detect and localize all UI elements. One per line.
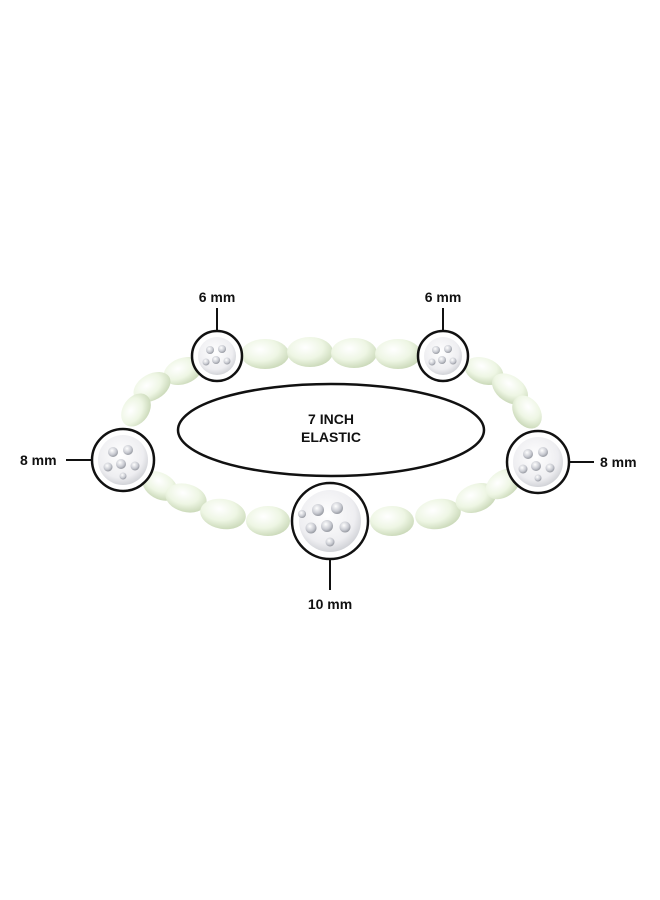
- crystal-bead: [424, 337, 462, 375]
- bead-size-label: 6 mm: [425, 289, 462, 305]
- crystal-bead: [198, 337, 236, 375]
- pearl: [165, 483, 207, 513]
- pearl: [287, 337, 333, 367]
- bead-top-right: 6 mm: [416, 289, 470, 383]
- pearl: [331, 338, 377, 368]
- pearl: [246, 506, 290, 536]
- pearl: [512, 395, 542, 429]
- pearl: [200, 498, 246, 530]
- pearl: [375, 339, 421, 369]
- bead-right: 8 mm: [505, 429, 637, 495]
- bead-top-left: 6 mm: [190, 289, 244, 383]
- pearl: [415, 498, 461, 530]
- bead-size-label: 8 mm: [600, 454, 637, 470]
- bead-size-label: 6 mm: [199, 289, 236, 305]
- pearl: [370, 506, 414, 536]
- pearl: [241, 339, 289, 369]
- center-label-line1: 7 INCH: [308, 411, 354, 427]
- bead-size-label: 8 mm: [20, 452, 57, 468]
- center-oval: 7 INCH ELASTIC: [176, 382, 486, 478]
- center-label-line2: ELASTIC: [301, 429, 361, 445]
- bead-left: 8 mm: [20, 427, 156, 493]
- bead-size-label: 10 mm: [308, 596, 352, 612]
- bead-bottom: 10 mm: [290, 481, 370, 612]
- pearl-strand: [121, 337, 542, 536]
- pearl: [121, 393, 151, 427]
